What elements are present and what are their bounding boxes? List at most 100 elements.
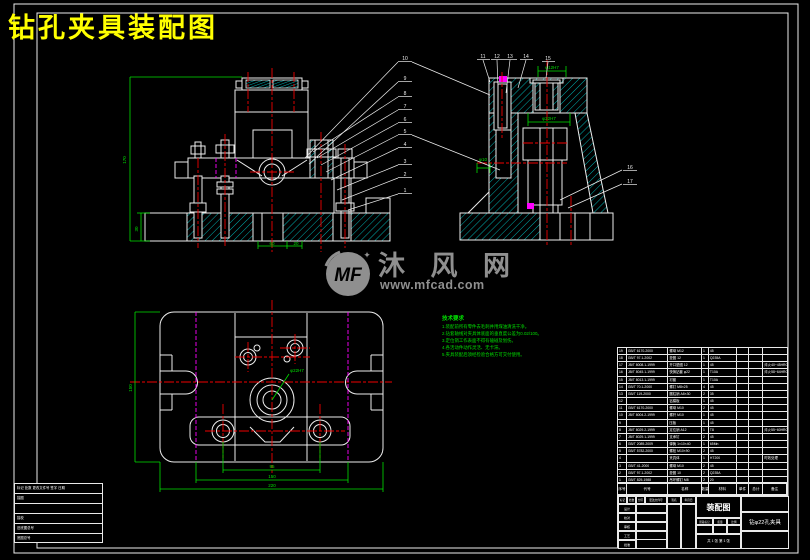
svg-text:150: 150: [268, 474, 276, 479]
corner-row: [15, 504, 102, 514]
svg-text:30: 30: [134, 226, 139, 232]
parts-table-cell: GB/T 119-2000: [627, 390, 669, 398]
parts-table-cell: 螺母 M10: [668, 462, 702, 469]
parts-table-cell: 12: [618, 398, 627, 405]
svg-text:7: 7: [404, 104, 407, 110]
parts-table-cell: GB/T 97.1-2002: [627, 469, 669, 476]
front-view: [144, 68, 391, 252]
parts-table-cell: 2: [702, 462, 709, 469]
parts-table-cell: JB/T 8029.1-1999: [627, 433, 669, 441]
parts-table-cell: [627, 419, 669, 426]
tb-label: 签名: [667, 496, 681, 504]
parts-table-cell: 15: [618, 376, 627, 383]
title-block: 标记 处数 分区 更改文件号 签名 年月日 设计 校对 审核 工艺 批准 装配图…: [617, 495, 789, 549]
parts-table-cell: [737, 405, 750, 412]
parts-table-cell: [749, 383, 764, 390]
parts-table-cell: [737, 419, 750, 426]
parts-table-cell: 钻模板: [668, 398, 702, 405]
parts-table-cell: [737, 433, 750, 441]
parts-table-cell: 14: [618, 383, 627, 390]
tb-label: 比例: [727, 518, 741, 525]
parts-table-cell: 45: [709, 448, 737, 455]
parts-table-cell: 45: [709, 405, 737, 412]
parts-table-cell: 定位销 A12: [668, 426, 702, 433]
parts-table-cell: Q235A: [709, 355, 737, 362]
parts-table-cell: [749, 412, 764, 419]
parts-table-cell: 1: [702, 376, 709, 383]
parts-table-cell: GB/T 6170-2000: [627, 348, 669, 355]
parts-table-cell: [627, 455, 669, 462]
parts-table-cell: 垫圈 10: [668, 469, 702, 476]
parts-table-cell: 6: [618, 441, 627, 448]
parts-table-cell: 快换钻套 φ22: [668, 369, 702, 376]
svg-text:220: 220: [268, 483, 276, 488]
parts-table-cell: 2: [702, 390, 709, 398]
parts-table-cell: [737, 398, 750, 405]
parts-table-cell: 5: [618, 448, 627, 455]
watermark-url: www.mfcad.com: [380, 278, 485, 292]
parts-table-cell: [763, 405, 787, 411]
parts-table-cell: 2: [702, 448, 709, 455]
parts-table-cell: [763, 398, 787, 404]
parts-table-cell: GB/T 2089-2009: [627, 441, 669, 448]
parts-table-cell: [749, 376, 764, 383]
tb-doc-type: 装配图: [696, 496, 741, 518]
parts-table-cell: T10A: [709, 376, 737, 383]
side-view-dimensions: φ22H7 φ12H7 φ10: [476, 65, 571, 173]
parts-table-cell: [749, 476, 764, 484]
parts-table-cell: 10: [618, 412, 627, 419]
tb-label: 分区: [636, 496, 645, 504]
parts-table-cell: 45: [709, 362, 737, 369]
plan-view: [130, 300, 392, 473]
parts-table-cell: 18: [618, 355, 627, 362]
header-cell: 代号: [627, 484, 669, 494]
svg-text:9: 9: [404, 76, 407, 82]
parts-table-cell: 淬火58~64HRC: [764, 370, 787, 375]
parts-table-cell: 9: [618, 419, 627, 426]
parts-table-cell: [749, 433, 764, 441]
parts-table-cell: 1: [702, 441, 709, 448]
parts-table-cell: GB/T 5782-2000: [627, 448, 669, 455]
parts-table-cell: 时效处理: [764, 456, 778, 461]
tb-cell: [636, 531, 667, 540]
parts-table-cell: 11: [618, 405, 627, 412]
parts-table-cell: [737, 362, 750, 369]
parts-table-cell: [749, 469, 764, 476]
parts-table-cell: [737, 448, 750, 455]
parts-table-cell: 淬火40~45HRC: [764, 363, 787, 368]
parts-table-cell: [763, 434, 787, 440]
parts-table-cell: 4: [702, 383, 709, 390]
parts-table-cell: 吊环螺钉 M8: [668, 476, 702, 484]
parts-table-cell: 45: [709, 412, 737, 419]
parts-table-cell: [749, 419, 764, 426]
parts-table-cell: [737, 412, 750, 419]
note-line: 2.钻套轴线对夹具体底面的垂直度公差为0.02/100。: [442, 331, 542, 336]
tb-label: 批准: [618, 540, 636, 549]
tb-label: 审核: [618, 522, 636, 531]
svg-text:12: 12: [494, 54, 500, 60]
tb-label: 年月日: [681, 496, 696, 504]
note-line: 4.各活动件动作灵活、无卡滞。: [442, 345, 503, 350]
tb-label: 更改文件号: [645, 496, 667, 504]
parts-table-cell: [737, 476, 750, 484]
parts-table-cell: 圆柱销 A8×30: [668, 390, 702, 398]
parts-table-cell: 45: [709, 419, 737, 426]
parts-table-cell: [627, 398, 669, 405]
parts-list-header: 序号 代号 名称 数量 材料 单件 总计 备注: [617, 483, 788, 495]
svg-text:φ12H7: φ12H7: [545, 65, 559, 70]
parts-table-cell: GB/T 97.1-2002: [627, 355, 669, 362]
tb-sheet-info: 共 1 张 第 1 张: [696, 534, 741, 549]
parts-table-cell: 螺母 M12: [668, 348, 702, 355]
parts-table-cell: 4: [618, 455, 627, 462]
svg-text:11: 11: [480, 54, 485, 60]
svg-text:φ10: φ10: [479, 157, 487, 162]
header-cell: 数量: [702, 484, 709, 494]
parts-table-cell: [749, 369, 764, 376]
parts-table-cell: 螺钉 M8×25: [668, 383, 702, 390]
parts-table-cell: [737, 469, 750, 476]
parts-table-cell: 支承钉: [668, 433, 702, 441]
